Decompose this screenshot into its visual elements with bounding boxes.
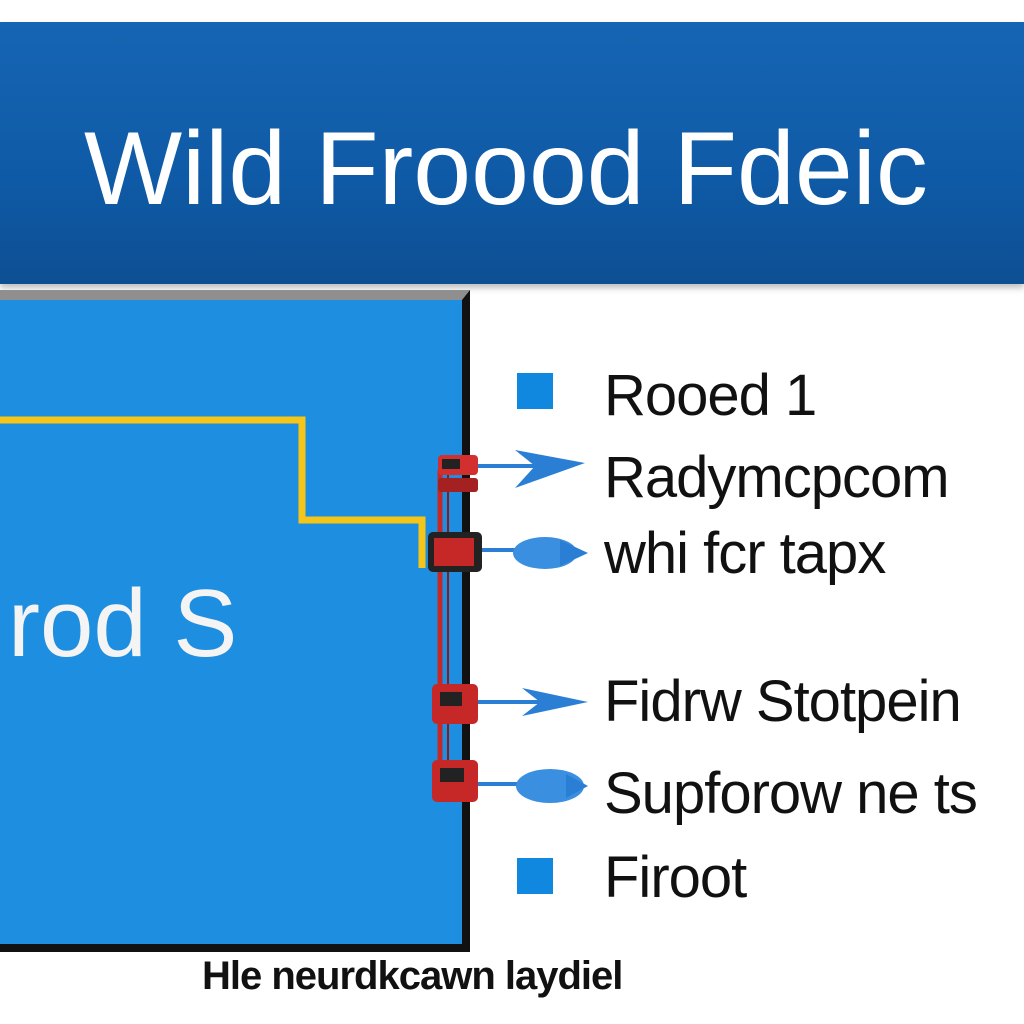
legend-item-6: Firoot [604, 845, 747, 910]
legend-item-2: Radymcpcom [604, 445, 950, 510]
legend-marker-6 [517, 858, 553, 894]
legend-item-3: whi fcr tapx [604, 521, 886, 586]
blue-panel [0, 290, 470, 952]
legend-item-4: Fidrw Stotpein [604, 669, 962, 734]
title-banner: Wild Froood Fdeic [0, 22, 1024, 284]
legend-item-1: Rooed 1 [604, 363, 817, 428]
footer-caption: Hle neurdkcawn laydiel [202, 954, 623, 998]
diagram-title: Wild Froood Fdeic [84, 111, 928, 227]
legend-item-5: Supforow ne ts [604, 761, 978, 826]
panel-label: rod S [8, 570, 238, 677]
legend-marker-1 [517, 373, 553, 409]
